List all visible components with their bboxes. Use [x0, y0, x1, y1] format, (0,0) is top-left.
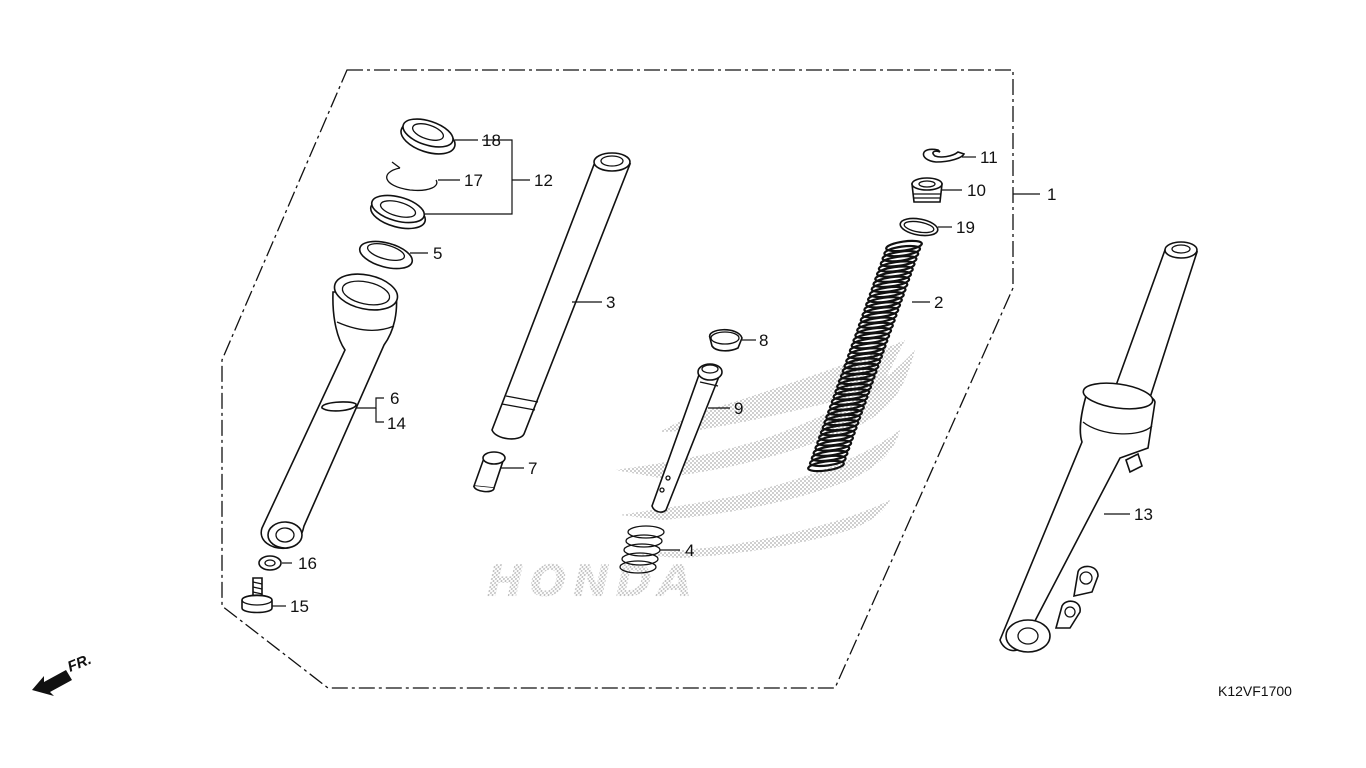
callout-15: 15 — [290, 597, 309, 616]
stopper-clip — [922, 148, 966, 163]
callout-14: 14 — [387, 414, 406, 433]
fork-spring — [807, 239, 923, 473]
callout-6: 6 — [390, 389, 399, 408]
circlip — [386, 167, 438, 192]
sealing-washer — [258, 555, 282, 571]
honda-wing-watermark: HONDA — [481, 340, 915, 607]
fork-bolt — [911, 177, 943, 203]
damper-rod — [651, 363, 723, 513]
callout-19: 19 — [956, 218, 975, 237]
fork-pipe — [491, 152, 632, 440]
callout-2: 2 — [934, 293, 943, 312]
callout-1: 1 — [1047, 185, 1056, 204]
callout-17: 17 — [464, 171, 483, 190]
leader-lines — [272, 139, 1130, 607]
front-direction-indicator: FR. — [32, 651, 94, 696]
spring-coil — [807, 459, 845, 473]
front-label: FR. — [65, 651, 94, 676]
callout-11: 11 — [980, 148, 998, 167]
callout-labels: 18 17 12 5 6 14 3 7 16 15 8 9 4 11 10 19… — [290, 131, 1153, 616]
honda-watermark-text: HONDA — [481, 556, 703, 606]
left-bottom-case — [260, 273, 399, 550]
rebound-spring — [619, 525, 665, 574]
callout-7: 7 — [528, 459, 537, 478]
spring-coil — [808, 454, 847, 468]
front-arrow-icon — [32, 670, 72, 696]
socket-bolt — [241, 577, 273, 614]
callout-9: 9 — [734, 399, 743, 418]
slide-ring — [358, 240, 414, 270]
callout-18: 18 — [482, 131, 501, 150]
drain-plug — [321, 401, 357, 412]
callout-16: 16 — [298, 554, 317, 573]
fork-assembly — [999, 241, 1199, 653]
assembly-boundary — [221, 69, 1014, 689]
callout-5: 5 — [433, 244, 442, 263]
piston-ring — [709, 328, 743, 352]
callout-12: 12 — [534, 171, 553, 190]
oil-seal — [369, 194, 427, 230]
callout-3: 3 — [606, 293, 615, 312]
o-ring — [899, 217, 939, 237]
callout-10: 10 — [967, 181, 986, 200]
dust-seal — [400, 118, 456, 155]
callout-8: 8 — [759, 331, 768, 350]
callout-4: 4 — [685, 541, 694, 560]
piston — [472, 451, 506, 493]
callout-13: 13 — [1134, 505, 1153, 524]
diagram-code: K12VF1700 — [1218, 683, 1292, 699]
